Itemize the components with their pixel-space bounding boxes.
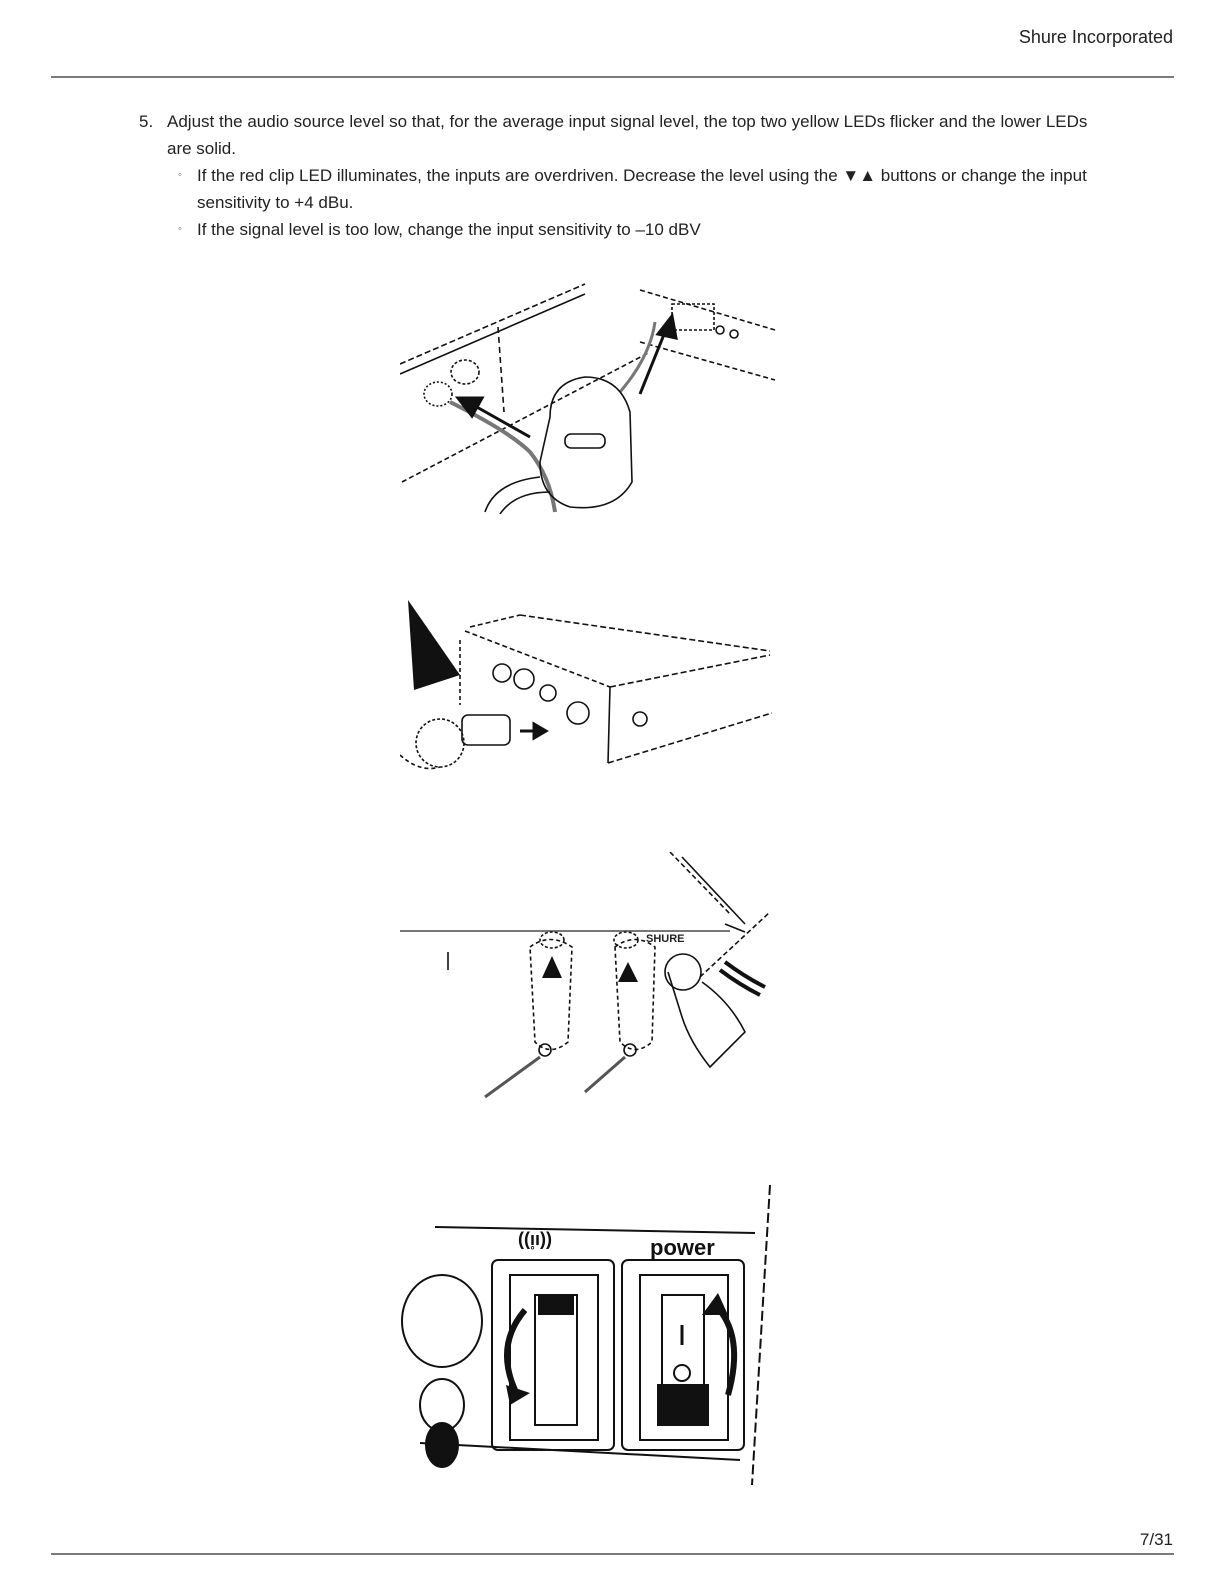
step-bullet-list: ◦ If the red clip LED illuminates, the i…	[139, 162, 1099, 243]
bullet-text: If the signal level is too low, change t…	[197, 220, 701, 239]
figure-power-switches: ((ı̥ı)) power	[401, 1185, 771, 1486]
page-number: 7/31	[1139, 1530, 1173, 1549]
figure-antenna-connectors: SHURE	[400, 852, 771, 1099]
figure-transmitter-connection	[400, 283, 776, 514]
bullet-text: If the red clip LED illuminates, the inp…	[197, 166, 1087, 212]
bullet-marker: ◦	[178, 169, 182, 181]
antenna-switch-label: ((ı̥ı))	[518, 1229, 552, 1250]
step-number: 5.	[139, 112, 154, 131]
bullet-low-signal: ◦ If the signal level is too low, change…	[178, 216, 1099, 243]
header-company-name: Shure Incorporated	[1018, 27, 1173, 47]
footer-rule	[51, 1553, 1174, 1555]
step-text: Adjust the audio source level so that, f…	[167, 112, 1088, 158]
power-switch-label: power	[650, 1235, 715, 1260]
header-rule	[51, 76, 1174, 78]
step-5: 5. Adjust the audio source level so that…	[139, 108, 1099, 243]
bullet-marker: ◦	[178, 223, 182, 235]
bullet-clip-led: ◦ If the red clip LED illuminates, the i…	[178, 162, 1099, 216]
svg-text:SHURE: SHURE	[646, 933, 685, 945]
figure-receiver-connection	[400, 600, 773, 770]
